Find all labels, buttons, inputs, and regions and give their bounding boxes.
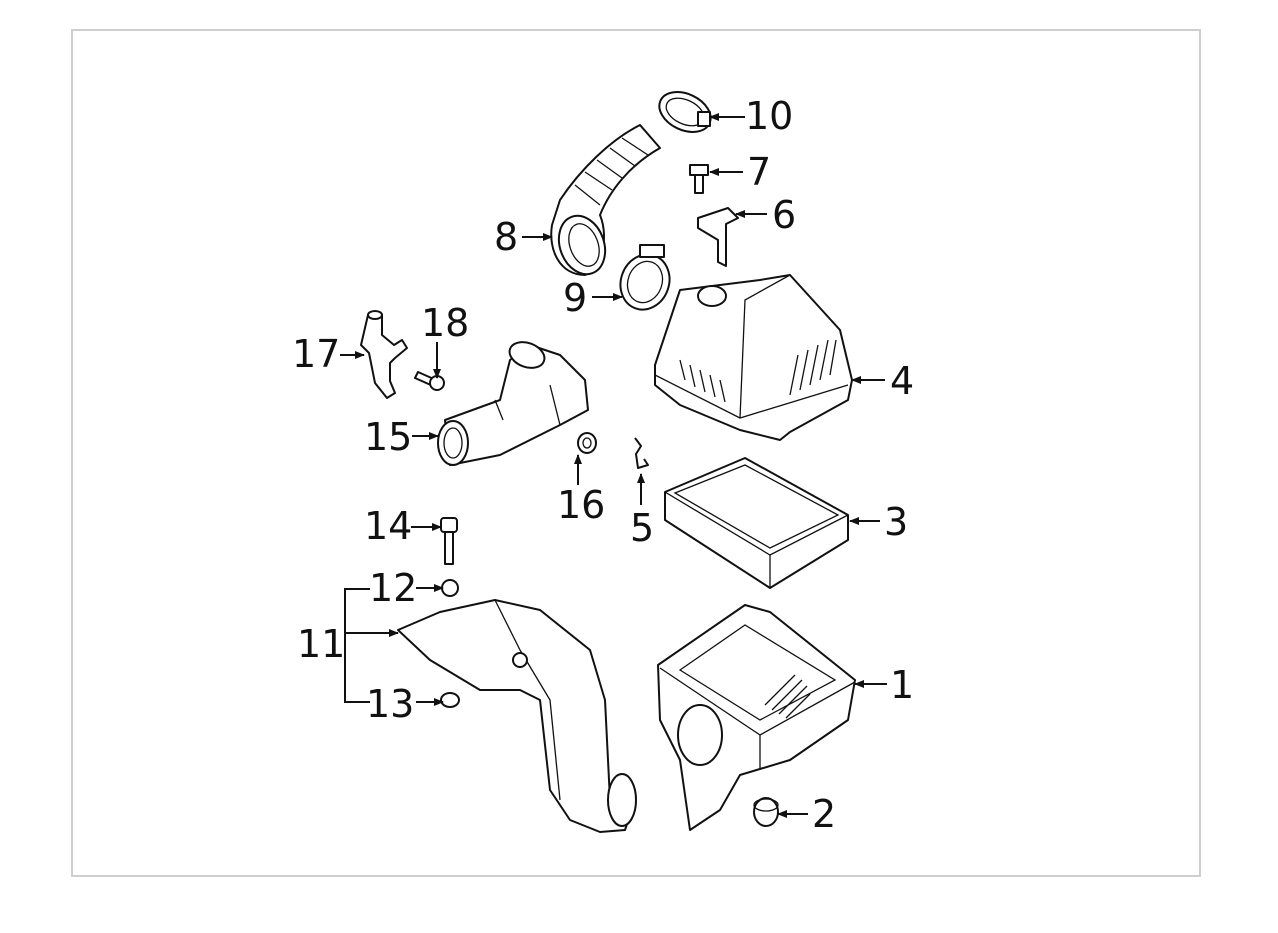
callout-8: 8 (494, 215, 518, 259)
clamp-9 (619, 244, 671, 311)
callout-10: 10 (745, 94, 793, 138)
air-duct-15 (437, 341, 589, 466)
diagram-frame (71, 29, 1201, 877)
callout-5: 5 (630, 506, 654, 550)
callout-12: 12 (369, 566, 417, 610)
callout-4: 4 (890, 359, 914, 403)
nut-13 (440, 692, 460, 708)
intake-duct-11 (397, 599, 637, 833)
callout-14: 14 (364, 504, 412, 548)
air-cleaner-cover-4 (654, 274, 853, 441)
callout-13: 13 (366, 682, 414, 726)
callout-7: 7 (747, 150, 771, 194)
bolt-18 (414, 371, 445, 391)
callout-16: 16 (557, 483, 605, 527)
grommet-16 (577, 432, 597, 454)
callout-1: 1 (890, 663, 914, 707)
callout-3: 3 (884, 500, 908, 544)
callout-labels: 10 7 6 8 9 17 18 4 15 16 5 3 14 12 11 13… (292, 94, 914, 836)
callout-6: 6 (772, 193, 796, 237)
air-filter-3 (664, 457, 849, 589)
callout-15: 15 (364, 415, 412, 459)
nut-12 (441, 579, 459, 597)
clip-5 (634, 437, 649, 469)
clamp-10 (658, 91, 712, 133)
leader-lines (340, 113, 887, 818)
callout-11: 11 (297, 622, 345, 666)
bolt-14 (440, 517, 458, 565)
callout-2: 2 (812, 792, 836, 836)
air-cleaner-case-1 (657, 604, 856, 831)
intake-hose-8 (550, 124, 661, 276)
sensor-6 (697, 207, 739, 267)
grommet-2 (753, 797, 779, 827)
callout-18: 18 (421, 301, 469, 345)
callout-9: 9 (563, 276, 587, 320)
callout-17: 17 (292, 332, 340, 376)
bolt-7 (689, 164, 709, 194)
bracket-17 (360, 310, 408, 399)
